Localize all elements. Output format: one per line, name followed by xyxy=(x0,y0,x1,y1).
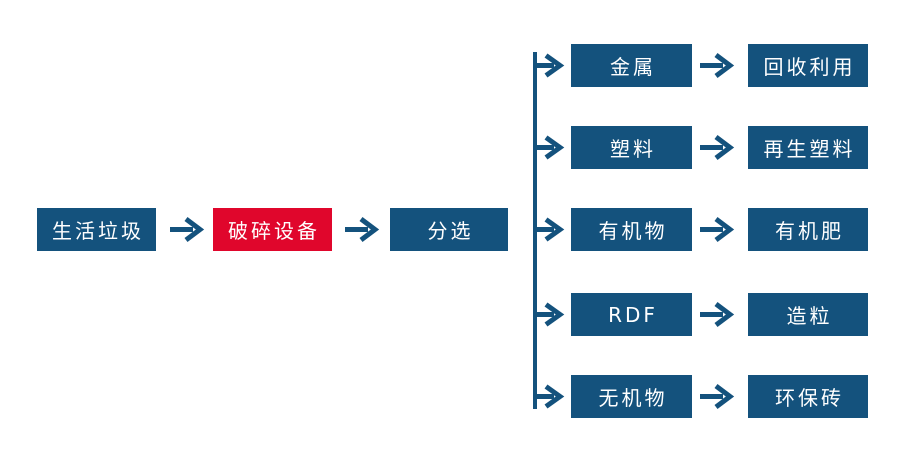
main-chain-row: 生活垃圾 破碎设备 分选 xyxy=(0,208,900,251)
flow-arrow-icon xyxy=(699,134,735,161)
node-crushing-equipment: 破碎设备 xyxy=(213,208,332,251)
node-output: 造粒 xyxy=(748,293,868,336)
node-output: 环保砖 xyxy=(748,375,868,418)
node-output: 回收利用 xyxy=(748,44,868,87)
branch-row-metal: 金属 回收利用 xyxy=(0,44,900,87)
node-category: 金属 xyxy=(571,44,692,87)
flow-arrow-icon xyxy=(699,52,735,79)
flow-arrow-icon xyxy=(699,216,735,243)
flow-arrow-icon xyxy=(169,216,205,243)
branch-arrow-icon xyxy=(534,52,565,79)
node-sorting: 分选 xyxy=(390,208,508,251)
branch-arrow-icon xyxy=(534,301,565,328)
branch-arrow-icon xyxy=(534,383,565,410)
flow-arrow-icon xyxy=(344,216,380,243)
node-category: RDF xyxy=(571,293,692,336)
flow-arrow-icon xyxy=(699,383,735,410)
node-household-waste: 生活垃圾 xyxy=(37,208,156,251)
branch-arrow-icon xyxy=(534,134,565,161)
branch-row-rdf: RDF 造粒 xyxy=(0,293,900,336)
node-output: 有机肥 xyxy=(748,208,868,251)
node-category: 塑料 xyxy=(571,126,692,169)
branch-arrow-icon xyxy=(534,216,565,243)
node-category: 无机物 xyxy=(571,375,692,418)
node-output: 再生塑料 xyxy=(748,126,868,169)
node-category: 有机物 xyxy=(571,208,692,251)
flow-arrow-icon xyxy=(699,301,735,328)
branch-row-organic: 有机物 有机肥 xyxy=(0,208,900,251)
branch-row-inorganic: 无机物 环保砖 xyxy=(0,375,900,418)
branch-row-plastic: 塑料 再生塑料 xyxy=(0,126,900,169)
